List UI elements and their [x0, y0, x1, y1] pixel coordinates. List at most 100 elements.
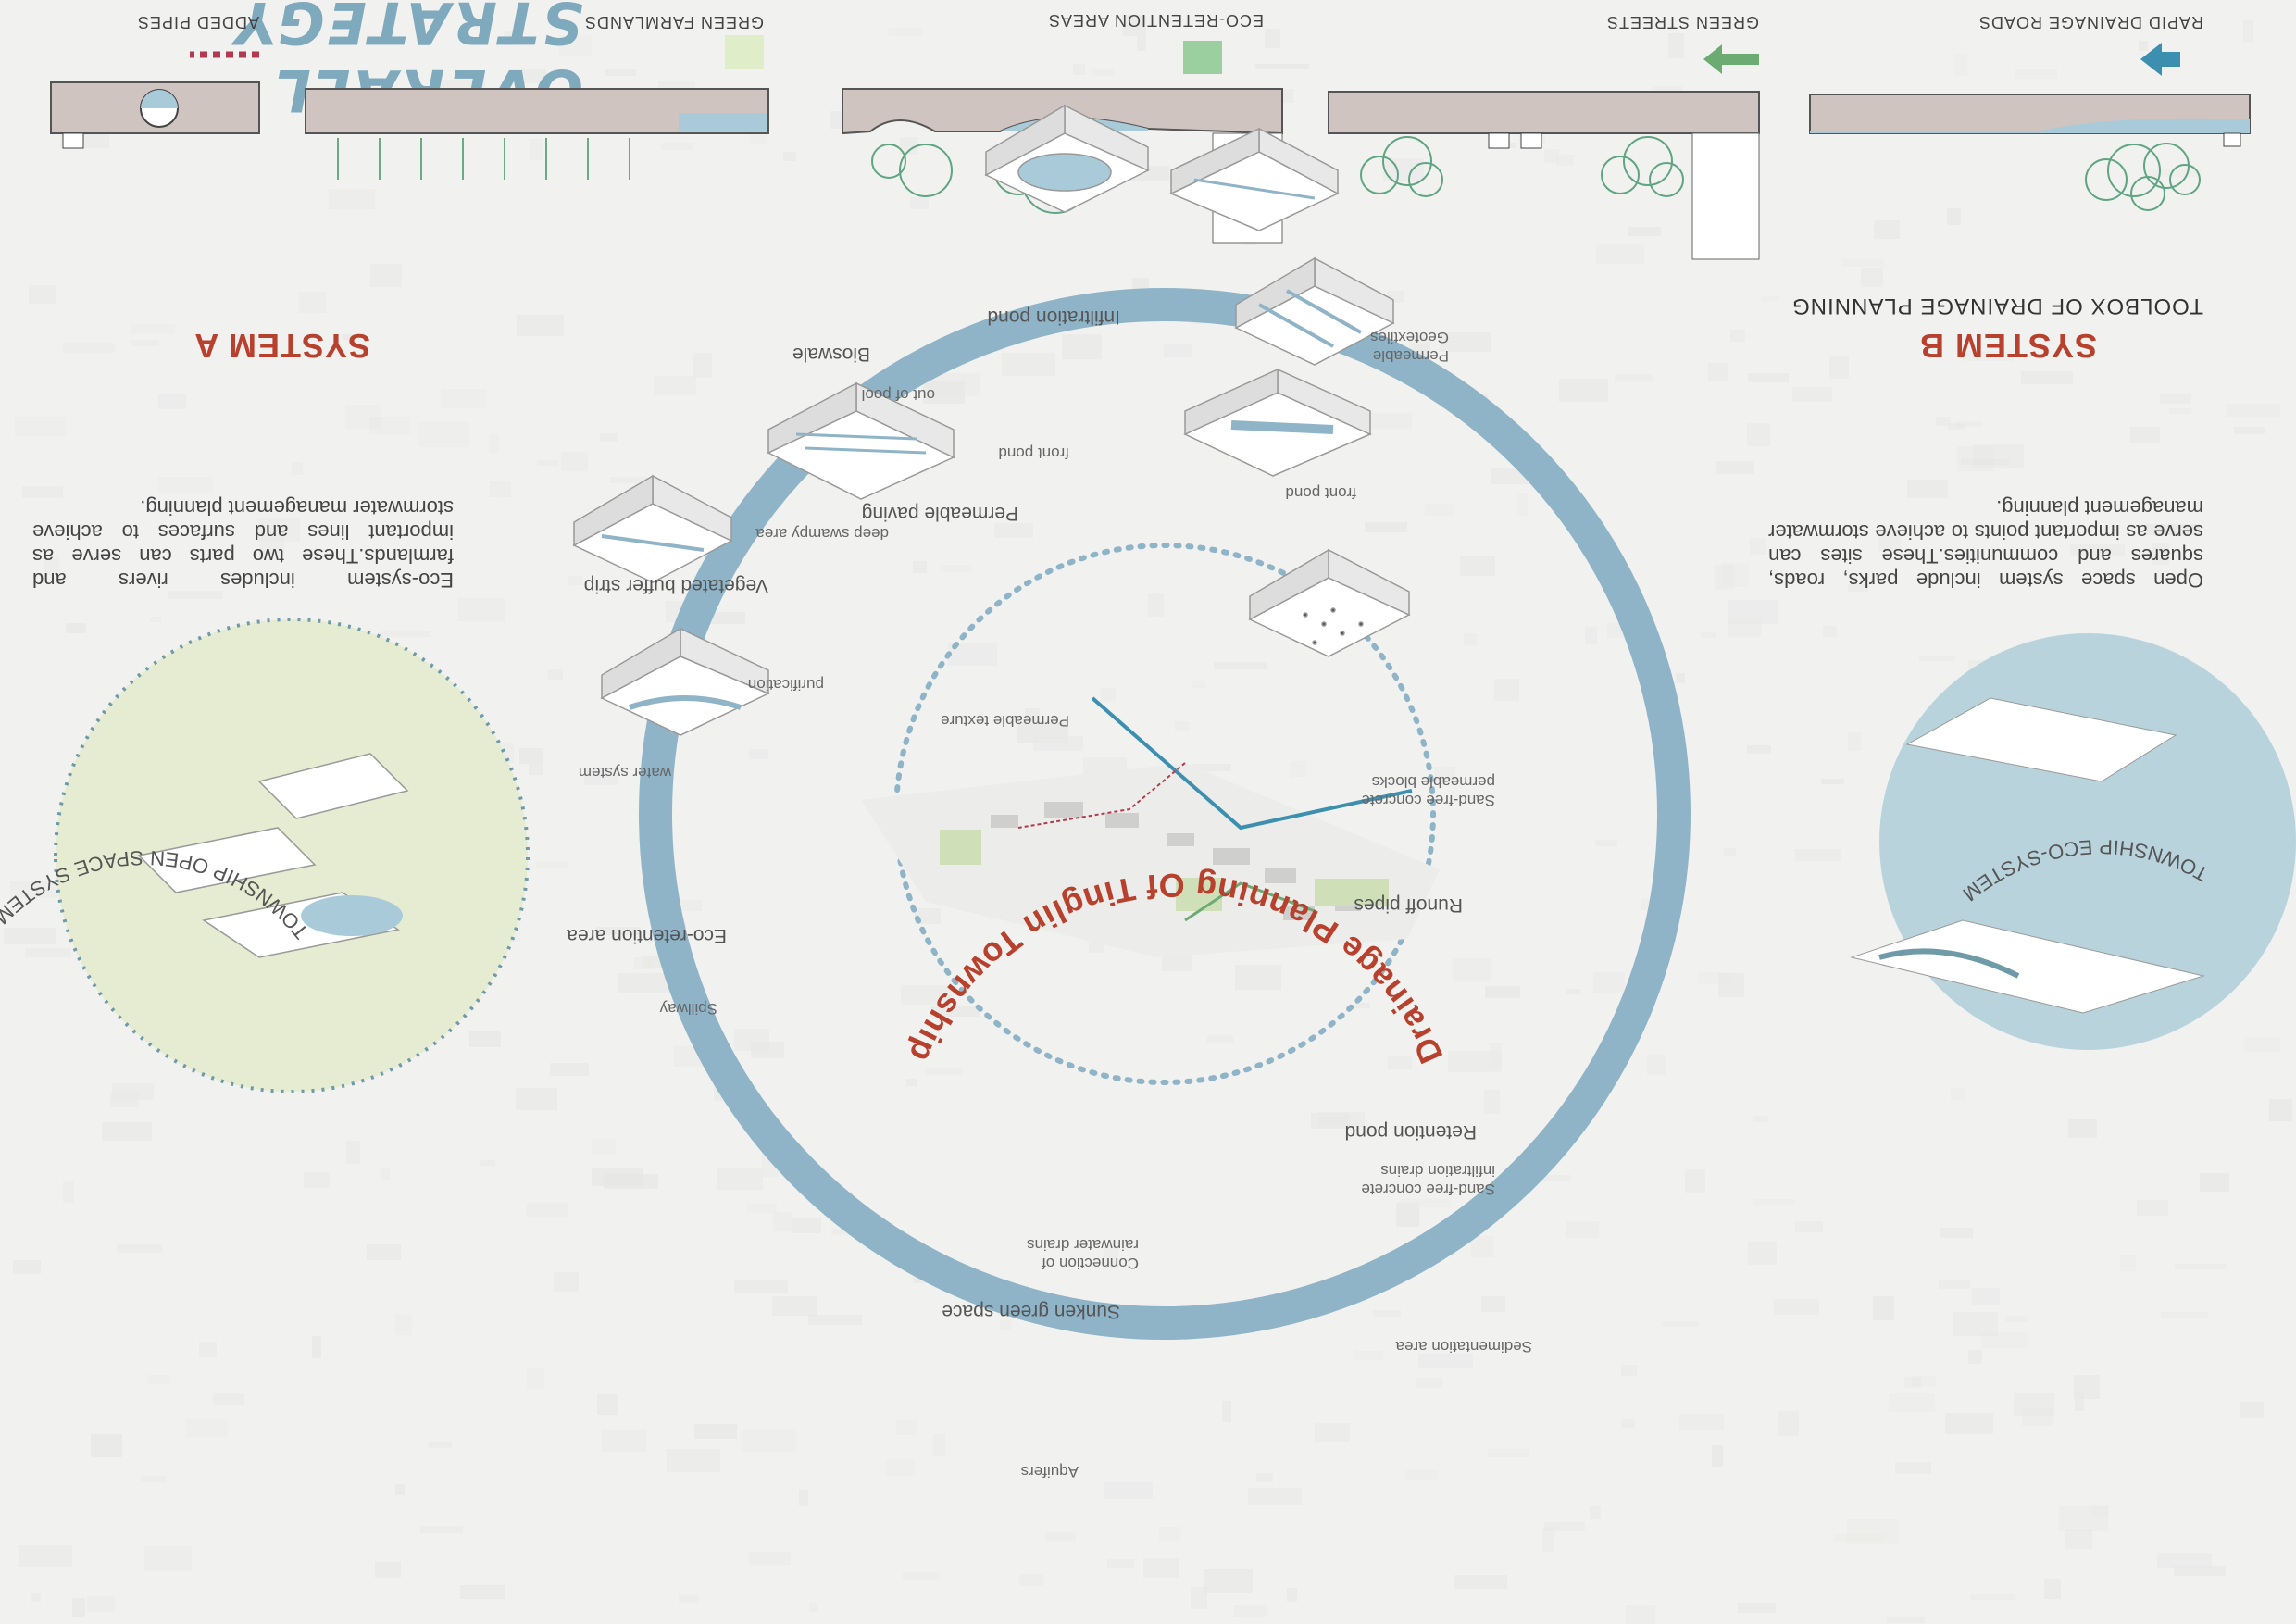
map-block — [1874, 220, 1900, 239]
map-block — [896, 1420, 917, 1435]
map-block — [1256, 1473, 1273, 1482]
map-block — [345, 405, 381, 429]
map-block — [1396, 1203, 1419, 1227]
map-block — [1148, 593, 1164, 617]
map-block — [186, 1419, 228, 1438]
green-farmlands-legend-swatch — [725, 35, 764, 69]
map-block — [1101, 688, 1116, 701]
map-block — [148, 1375, 170, 1384]
map-block — [1821, 779, 1844, 784]
map-block — [1829, 356, 1849, 379]
vegetated-buffer-strip-note-1: purification — [747, 676, 824, 693]
map-block — [213, 1393, 244, 1405]
map-block — [2065, 1530, 2092, 1549]
map-block — [1907, 480, 1948, 498]
map-block — [1248, 1488, 1302, 1505]
map-block — [1454, 1575, 1507, 1589]
map-block — [2169, 408, 2191, 414]
map-block — [1000, 1320, 1011, 1330]
infiltration-pond-block — [1183, 368, 1372, 477]
map-block — [2005, 1316, 2028, 1322]
map-block — [2269, 1099, 2292, 1121]
map-block — [1354, 1003, 1370, 1008]
map-block — [1948, 423, 1965, 430]
map-block — [2234, 427, 2265, 434]
map-block — [1724, 848, 1736, 856]
map-block — [1460, 556, 1495, 576]
map-block — [1668, 33, 1684, 58]
map-block — [906, 1079, 917, 1086]
map-block — [504, 31, 518, 45]
map-block — [618, 973, 668, 993]
sunken-green-space-block — [1169, 127, 1340, 231]
map-block — [141, 1476, 166, 1482]
map-block — [2227, 404, 2280, 417]
map-block — [554, 1272, 579, 1292]
map-block — [1621, 1365, 1637, 1376]
map-block — [429, 1442, 452, 1448]
map-block — [2244, 1038, 2280, 1052]
map-block — [4, 928, 56, 944]
map-block — [595, 927, 641, 935]
map-block — [2137, 1200, 2168, 1216]
map-block — [1234, 1605, 1267, 1617]
map-block — [2157, 1553, 2212, 1568]
map-block — [1842, 258, 1884, 267]
map-block — [1192, 681, 1205, 688]
map-block — [705, 612, 745, 624]
map-block — [679, 1595, 699, 1603]
map-block — [1405, 1470, 1438, 1480]
map-block — [526, 1203, 568, 1217]
map-block — [1964, 351, 2014, 361]
map-block — [1556, 155, 1574, 166]
map-block — [1235, 965, 1281, 990]
map-block — [367, 1244, 401, 1260]
map-block — [537, 460, 558, 466]
runoff-pipes-note-1: Sand-free concrete infiltration drains — [1361, 1162, 1495, 1198]
vegetated-buffer-strip-block — [600, 627, 770, 736]
map-block — [1679, 1414, 1724, 1430]
map-block — [2145, 524, 2200, 535]
map-block — [1464, 633, 1477, 645]
map-block — [2021, 371, 2073, 384]
map-block — [112, 1083, 154, 1100]
map-block — [1222, 1401, 1231, 1422]
map-block — [941, 565, 972, 572]
map-block — [25, 948, 71, 957]
map-block — [1981, 1332, 2028, 1348]
map-block — [1566, 1221, 1599, 1238]
map-block — [1792, 387, 1832, 402]
map-block — [66, 623, 86, 633]
map-block — [292, 462, 303, 475]
map-block — [380, 631, 430, 637]
map-block — [1542, 1527, 1554, 1552]
map-block — [1940, 1228, 1973, 1238]
map-block — [519, 748, 543, 764]
map-block — [1889, 1393, 1935, 1412]
map-block — [72, 1598, 85, 1617]
map-block — [1848, 732, 1861, 751]
map-block — [1104, 1245, 1118, 1268]
map-block — [1904, 1377, 1921, 1388]
map-block — [1716, 461, 1754, 474]
map-block — [299, 292, 326, 313]
map-block — [509, 69, 546, 83]
map-block — [1159, 1527, 1180, 1542]
map-block — [1365, 522, 1407, 532]
map-block — [1615, 374, 1653, 381]
map-block — [381, 1168, 390, 1180]
map-block — [1834, 1534, 1884, 1542]
map-block — [994, 523, 1033, 538]
map-block — [913, 561, 927, 573]
map-block — [1728, 617, 1762, 637]
map-block — [1366, 413, 1412, 429]
runoff-pipes-title: Runoff pipes — [1354, 894, 1463, 916]
map-block — [1137, 36, 1146, 51]
map-block — [548, 669, 563, 680]
map-block — [1774, 1299, 1819, 1315]
map-block — [1685, 1169, 1705, 1193]
map-block — [1019, 1574, 1043, 1586]
map-block — [1747, 745, 1771, 754]
sunken-green-space-title: Sunken green space — [942, 1301, 1120, 1322]
